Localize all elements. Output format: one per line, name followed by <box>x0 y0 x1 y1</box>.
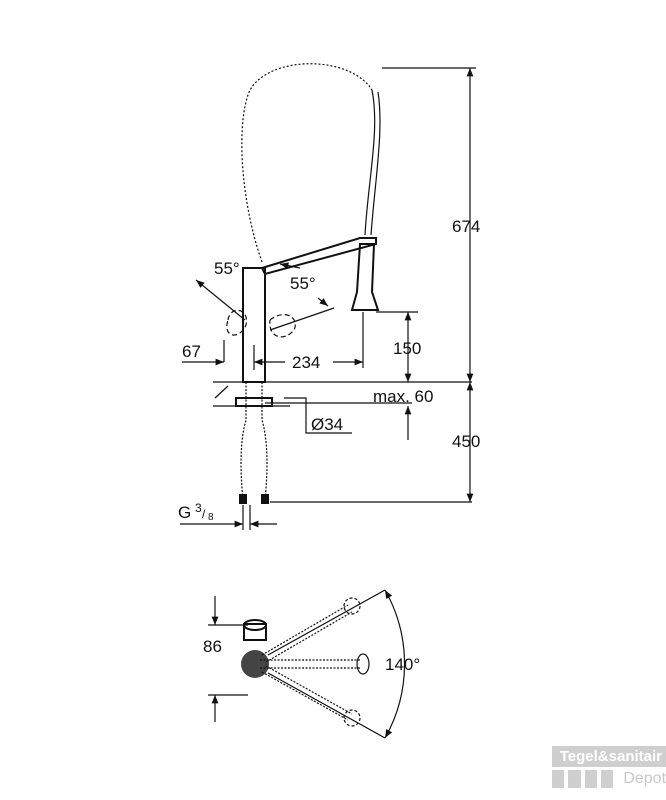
faucet-side-view <box>180 63 472 530</box>
spray-head <box>350 243 380 311</box>
dim-67: 67 <box>182 342 201 361</box>
hose-position-lower <box>261 665 353 721</box>
thread-num: 3 <box>195 501 202 515</box>
dim-150: 150 <box>393 339 421 358</box>
hose-position-upper <box>261 604 353 663</box>
supply-hose-right <box>261 382 268 501</box>
watermark-block <box>568 770 581 788</box>
supply-hose-left <box>240 382 247 501</box>
watermark-block <box>600 770 614 788</box>
dim-diameter-34: Ø34 <box>311 415 343 434</box>
thread-g: G <box>178 503 191 522</box>
angle-55-left: 55° <box>214 259 240 278</box>
dim-674: 674 <box>452 217 480 236</box>
angle-55-right: 55° <box>290 274 316 293</box>
thread-den: 8 <box>208 512 214 523</box>
dim-86: 86 <box>203 637 222 656</box>
watermark-brand: Tegel&sanitair <box>552 746 666 767</box>
spring-coil <box>241 63 373 263</box>
watermark-logo: Tegel&sanitair Depot <box>552 746 666 788</box>
watermark-block <box>584 770 597 788</box>
dim-max-60: max. 60 <box>373 387 433 406</box>
thread-slash: / <box>202 507 206 521</box>
base-circle <box>241 650 269 678</box>
dimension-lines <box>182 67 476 502</box>
dim-234: 234 <box>292 353 320 372</box>
angle-140: 140° <box>385 655 420 674</box>
watermark-sub: Depot <box>623 770 666 787</box>
hose-position-center <box>260 659 360 669</box>
faucet-top-view <box>208 589 406 739</box>
watermark-drop-icon <box>552 770 565 788</box>
dim-450: 450 <box>452 432 480 451</box>
